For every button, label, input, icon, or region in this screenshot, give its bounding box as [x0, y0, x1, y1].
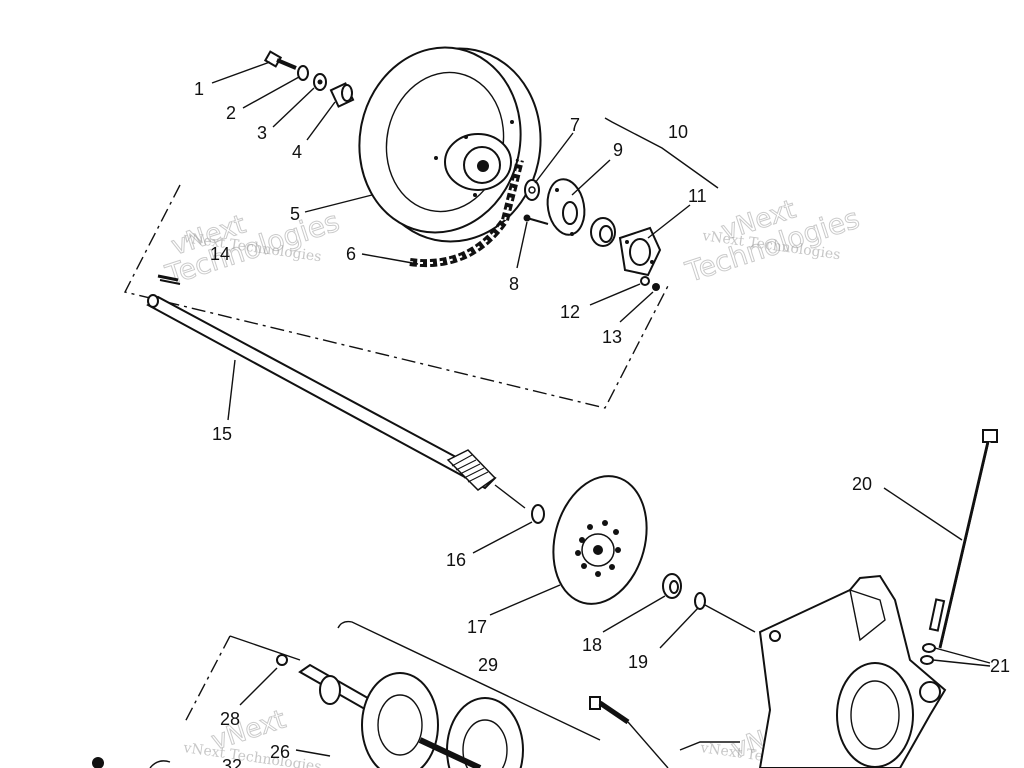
callout-13: 13 [602, 327, 622, 347]
callout-18: 18 [582, 635, 602, 655]
boundary-edge [229, 635, 301, 661]
callout-5: 5 [290, 204, 300, 224]
part-32-edge [149, 760, 171, 768]
part-32-marker [92, 757, 104, 768]
callout-17: 17 [467, 617, 487, 637]
screw-part-8 [523, 214, 549, 225]
watermark-bottom-left: vNext vNext Technologies [181, 704, 322, 768]
callout-32: 32 [222, 756, 242, 768]
callout-8: 8 [509, 274, 519, 294]
watermark-left: vNext Technologies vNext Technologies [161, 204, 344, 292]
cable-part-20 [928, 429, 998, 649]
callout-20: 20 [852, 474, 872, 494]
callout-1: 1 [194, 79, 204, 99]
callout-19: 19 [628, 652, 648, 672]
bushing-part-4 [329, 82, 355, 108]
snap-ring-part-16 [531, 504, 545, 524]
nut-part-13 [652, 283, 660, 291]
callout-labels: 1 2 3 4 5 6 7 8 9 10 11 12 13 14 15 16 1… [194, 79, 1010, 768]
brake-disc-part-17 [552, 475, 648, 605]
bolt-lower [589, 696, 669, 768]
leader-lines [211, 61, 991, 757]
sprocket-part-5 [358, 46, 542, 243]
bearing-part-18 [662, 573, 682, 599]
shaft-part-15 [146, 294, 526, 509]
callout-11: 11 [688, 186, 707, 206]
callout-15: 15 [212, 424, 232, 444]
lower-shaft-assembly [276, 654, 524, 768]
callout-2: 2 [226, 103, 236, 123]
callout-16: 16 [446, 550, 466, 570]
key-part-14 [157, 274, 181, 285]
callout-12: 12 [560, 302, 580, 322]
callout-3: 3 [257, 123, 267, 143]
callout-7: 7 [570, 115, 580, 135]
watermark-right: vNext Technologies vNext Technologies [681, 194, 864, 289]
callout-4: 4 [292, 142, 302, 162]
bracket-10 [604, 117, 719, 189]
chain-part-6 [409, 159, 524, 267]
bearing-plate-part-9 [546, 178, 586, 236]
callout-21: 21 [990, 656, 1010, 676]
assembly-boundary-upper [123, 184, 671, 409]
callout-26: 26 [270, 742, 290, 762]
lower-leader [679, 741, 740, 751]
callout-14: 14 [210, 244, 230, 264]
bearing-housing-part-11 [618, 226, 662, 277]
callout-10: 10 [668, 122, 688, 142]
washer-hole [317, 79, 323, 85]
callout-6: 6 [346, 244, 356, 264]
ring-part-19 [694, 592, 706, 610]
washer-part-2 [297, 65, 309, 81]
callout-9: 9 [613, 140, 623, 160]
axis-line [704, 604, 756, 633]
bearing [590, 217, 616, 247]
bracket-29 [337, 620, 601, 741]
callout-28: 28 [220, 709, 240, 729]
washer-part-21 [922, 643, 936, 653]
washer-part-21-b [920, 655, 934, 665]
washer-part-12 [640, 276, 650, 286]
chaincase-housing [758, 574, 947, 768]
assembly-boundary-lower [184, 635, 231, 723]
bolt-part-1 [263, 50, 297, 70]
callout-29: 29 [478, 655, 498, 675]
